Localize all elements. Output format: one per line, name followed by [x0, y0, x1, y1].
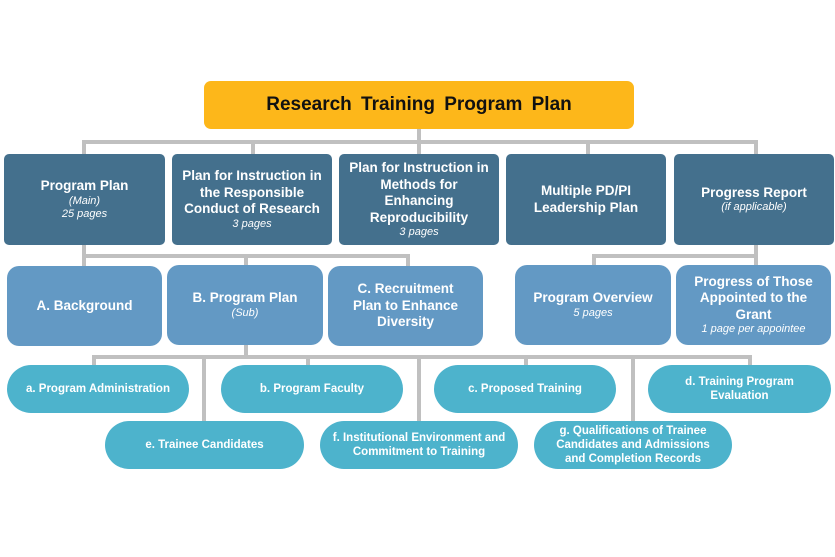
node-trainee-candidates: e. Trainee Candidates: [105, 421, 304, 469]
node-title: a. Program Administration: [26, 383, 170, 395]
node-title: Program Plan: [40, 178, 129, 194]
connector: [92, 355, 96, 367]
node-title: b. Program Faculty: [259, 383, 365, 395]
node-subtitle: (Sub): [231, 306, 259, 319]
connector: [417, 355, 421, 423]
node-subtitle: (if applicable): [721, 201, 787, 214]
node-title: d. Training Program Evaluation: [685, 376, 794, 402]
node-background: A. Background: [7, 266, 162, 346]
connector: [592, 254, 758, 258]
node-title: A. Background: [36, 297, 133, 313]
node-pages: 5 pages: [573, 306, 613, 319]
connector: [417, 140, 421, 156]
node-multiple-pd-pi: Multiple PD/PI Leadership Plan: [506, 154, 666, 245]
diagram-title: Research Training Program Plan: [266, 94, 572, 115]
connector: [244, 344, 248, 358]
node-program-overview: Program Overview 5 pages: [515, 265, 671, 345]
node-progress-appointees: Progress of Those Appointed to the Grant…: [676, 265, 831, 345]
node-progress-report: Progress Report (if applicable): [674, 154, 834, 245]
node-recruitment-plan: C. Recruitment Plan to Enhance Diversity: [328, 266, 483, 346]
node-responsible-conduct: Plan for Instruction in the Responsible …: [172, 154, 332, 245]
node-program-faculty: b. Program Faculty: [221, 365, 403, 413]
node-qualifications: g. Qualifications of Trainee Candidates …: [534, 421, 732, 469]
node-title: C. Recruitment Plan to Enhance Diversity: [352, 281, 459, 330]
connector: [406, 254, 410, 268]
connector: [631, 355, 635, 423]
node-pages: 1 page per appointee: [701, 323, 806, 336]
connector: [748, 355, 752, 367]
connector: [592, 254, 596, 268]
node-title: g. Qualifications of Trainee Candidates …: [556, 425, 710, 465]
node-title: Plan for Instruction in the Responsible …: [182, 168, 322, 217]
node-pages: 3 pages: [399, 226, 439, 238]
connector: [524, 355, 528, 367]
node-title: e. Trainee Candidates: [145, 439, 264, 451]
node-title: Multiple PD/PI Leadership Plan: [533, 183, 639, 215]
node-title: B. Program Plan: [192, 290, 298, 306]
node-pages: 25 pages: [61, 207, 108, 220]
connector: [244, 254, 248, 268]
node-institutional-environment: f. Institutional Environment and Commitm…: [320, 421, 518, 469]
connector: [251, 140, 255, 156]
node-title: f. Institutional Environment and Commitm…: [332, 432, 506, 458]
node-proposed-training: c. Proposed Training: [434, 365, 616, 413]
node-training-evaluation: d. Training Program Evaluation: [648, 365, 831, 413]
node-program-administration: a. Program Administration: [7, 365, 189, 413]
connector: [92, 355, 752, 359]
connector: [306, 355, 310, 367]
node-title: Program Overview: [533, 290, 653, 306]
connector: [586, 140, 590, 156]
node-reproducibility: Plan for Instruction in Methods for Enha…: [339, 154, 499, 245]
connector: [202, 355, 206, 423]
node-title: c. Proposed Training: [468, 383, 582, 395]
node-subtitle: (Main): [68, 194, 101, 207]
node-title: Progress Report: [701, 184, 807, 200]
node-program-plan-sub: B. Program Plan (Sub): [167, 265, 323, 345]
node-title: Plan for Instruction in Methods for Enha…: [349, 160, 489, 225]
connector: [82, 140, 86, 156]
root-node: Research Training Program Plan: [204, 81, 634, 129]
connector: [417, 129, 421, 143]
node-title: Progress of Those Appointed to the Grant: [694, 273, 813, 322]
connector: [754, 140, 758, 156]
node-program-plan-main: Program Plan (Main) 25 pages: [4, 154, 165, 245]
node-pages: 3 pages: [232, 217, 272, 230]
